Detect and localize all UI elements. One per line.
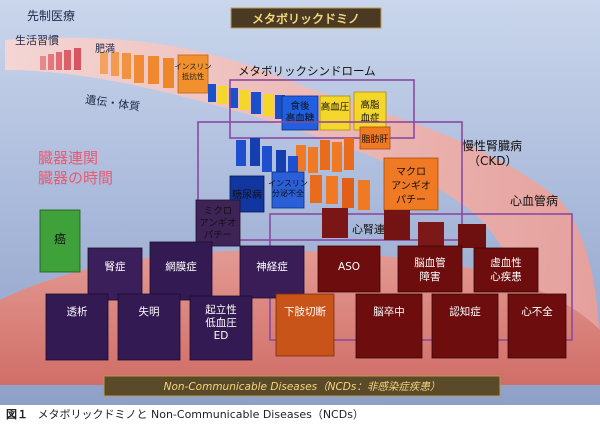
domino-stroke: 脳卒中 bbox=[373, 305, 405, 318]
domino-micro-1: ミクロ bbox=[204, 206, 233, 217]
domino-blindness-block bbox=[117, 293, 181, 361]
domino-neuropathy: 神経症 bbox=[256, 260, 288, 273]
domino-insulin-resistance-block bbox=[177, 54, 209, 94]
domino-hyperlipidemia-2: 血症 bbox=[360, 112, 380, 124]
domino-retinopathy: 網膜症 bbox=[165, 260, 197, 273]
domino-insulin-deficiency-2: 分泌不全 bbox=[272, 188, 304, 198]
domino-insulin-deficiency-block bbox=[271, 171, 305, 209]
domino-hypertension: 高血圧 bbox=[321, 101, 350, 113]
domino-dialysis: 透析 bbox=[67, 305, 88, 318]
domino-heart-failure: 心不全 bbox=[521, 305, 553, 318]
domino-hypertension-block bbox=[319, 95, 351, 131]
domino-micro-2: アンギオ bbox=[199, 218, 237, 229]
label-preemptive: 先制医療 bbox=[27, 9, 75, 23]
figure-caption: 図１ メタボリックドミノと Non-Communicable Diseases（… bbox=[6, 405, 596, 425]
domino-orthostatic-3: ED bbox=[214, 330, 229, 342]
domino-macroangiopathy-block bbox=[383, 157, 439, 211]
label-metabolic-syndrome: メタボリックシンドローム bbox=[238, 64, 376, 78]
label-organ-1: 臓器連関 bbox=[38, 149, 98, 167]
domino-retinopathy-block bbox=[149, 241, 213, 301]
domino-cancer-block bbox=[39, 209, 81, 273]
domino-orthostatic-1: 起立性 bbox=[205, 303, 237, 316]
domino-cerebrovascular-block bbox=[397, 245, 463, 293]
domino-neuropathy-block bbox=[239, 245, 305, 299]
domino-fatty-liver-block bbox=[359, 126, 391, 150]
label-cvd: 心血管病 bbox=[510, 193, 558, 208]
domino-cancer: 癌 bbox=[54, 231, 66, 246]
domino-hyperlipidemia-1: 高脂 bbox=[360, 99, 380, 111]
domino-cerebrovascular-2: 障害 bbox=[420, 270, 441, 283]
domino-dementia-block bbox=[431, 293, 499, 359]
domino-insulin-resistance-2: 抵抗性 bbox=[182, 71, 205, 81]
domino-postprandial-2: 高血糖 bbox=[286, 112, 315, 124]
domino-postprandial-block bbox=[281, 95, 319, 131]
domino-heart-failure-block bbox=[507, 293, 567, 359]
domino-amputation: 下肢切断 bbox=[284, 305, 326, 318]
domino-ischemic-heart-block bbox=[473, 247, 539, 293]
domino-postprandial-1: 食後 bbox=[290, 100, 310, 112]
domino-stroke-block bbox=[355, 293, 423, 359]
domino-aso-block bbox=[317, 245, 381, 293]
domino-aso: ASO bbox=[338, 261, 360, 273]
caption-text: メタボリックドミノと Non-Communicable Diseases（NCD… bbox=[37, 408, 364, 421]
label-lifestyle: 生活習慣 bbox=[15, 33, 59, 47]
footer-banner bbox=[103, 375, 501, 397]
metabolic-domino-diagram: メタボリックドミノ 先制医療 生活習慣 遺伝・体質 臓器連関 臓器の時間 メタボ… bbox=[0, 0, 600, 405]
domino-insulin-deficiency-1: インスリン bbox=[268, 179, 308, 188]
domino-microangiopathy-block bbox=[195, 199, 241, 247]
lifestyle-dominoes bbox=[40, 48, 174, 88]
caption-number: 図１ bbox=[6, 408, 28, 421]
title-banner bbox=[230, 7, 382, 29]
domino-orthostatic-block bbox=[189, 295, 253, 361]
domino-dementia: 認知症 bbox=[449, 305, 481, 318]
domino-blindness: 失明 bbox=[139, 305, 160, 318]
domino-obesity: 肥満 bbox=[95, 43, 115, 55]
domino-ischemic-heart-1: 虚血性 bbox=[490, 256, 522, 269]
domino-hyperlipidemia-block bbox=[353, 91, 387, 131]
domino-amputation-block bbox=[275, 293, 335, 357]
domino-cerebrovascular-1: 脳血管 bbox=[414, 256, 446, 269]
domino-ischemic-heart-2: 心疾患 bbox=[490, 270, 522, 283]
domino-diabetes: 糖尿病 bbox=[232, 188, 262, 201]
domino-insulin-resistance-1: インスリン bbox=[174, 62, 211, 71]
label-organ-2: 臓器の時間 bbox=[38, 169, 113, 187]
metabolic-small-dominoes bbox=[208, 84, 285, 119]
domino-orthostatic-2: 低血圧 bbox=[205, 316, 237, 329]
figure-title: メタボリックドミノ bbox=[252, 11, 360, 26]
orange-domino-cluster bbox=[296, 138, 370, 210]
domino-macro-3: パチー bbox=[396, 194, 426, 206]
domino-micro-3: パチー bbox=[204, 230, 233, 241]
dark-red-back-dominoes bbox=[322, 208, 486, 248]
domino-dialysis-block bbox=[45, 293, 109, 361]
domino-macro-2: アンギオ bbox=[391, 180, 431, 192]
domino-nephropathy: 腎症 bbox=[105, 260, 126, 273]
domino-macro-1: マクロ bbox=[396, 166, 426, 178]
footer-banner-text: Non-Communicable Diseases（NCDs：非感染症疾患） bbox=[164, 381, 441, 393]
domino-nephropathy-block bbox=[87, 247, 143, 301]
blue-domino-cluster bbox=[236, 138, 298, 182]
ckd-box bbox=[197, 121, 463, 241]
domino-fatty-liver: 脂肪肝 bbox=[361, 133, 388, 145]
label-ckd-1: 慢性腎臓病 bbox=[462, 138, 522, 153]
label-ckd-2: （CKD） bbox=[468, 154, 518, 168]
metabolic-syndrome-box bbox=[229, 79, 415, 139]
